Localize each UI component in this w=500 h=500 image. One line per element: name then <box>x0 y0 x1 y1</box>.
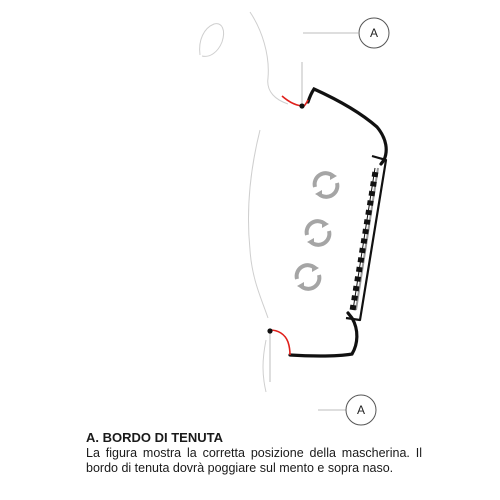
rotation-arrowhead <box>322 220 329 228</box>
mask-outline-bottom <box>288 311 359 358</box>
rotation-arrowhead <box>297 282 304 290</box>
vent-slot <box>371 171 379 178</box>
rotation-arrows-icon <box>312 171 340 199</box>
rotation-arrows <box>294 171 340 291</box>
vent-slot <box>349 304 357 311</box>
vent-slot <box>365 209 373 216</box>
vent-slot <box>366 200 374 206</box>
vent-slot <box>370 181 377 187</box>
vent-slot <box>360 238 368 244</box>
filter-frame <box>345 154 388 322</box>
face-chin-line <box>262 339 267 393</box>
face-forehead-line <box>199 23 225 57</box>
callout-circle <box>345 394 377 426</box>
vent-slot <box>363 219 371 225</box>
vent-slot <box>357 257 365 263</box>
callout-label: A <box>370 26 378 40</box>
vent-slot <box>351 295 358 301</box>
callout-circle <box>358 17 390 49</box>
rotation-arrowhead <box>307 238 314 246</box>
ventilation-slots <box>349 171 379 311</box>
vent-slot <box>368 190 376 197</box>
contact-point-nose <box>299 103 305 109</box>
seal-edge-chin <box>269 329 291 356</box>
vent-slot <box>354 276 362 282</box>
caption-title: A. BORDO DI TENUTA <box>86 430 223 445</box>
rotation-arrows-icon <box>304 219 332 247</box>
face-brow-line <box>249 11 289 105</box>
vent-slot <box>362 228 369 235</box>
callout-leaders <box>269 32 358 411</box>
rotation-arrowhead <box>330 172 337 180</box>
rotation-arrows-icon <box>294 263 322 291</box>
callout-bottom: A <box>345 394 377 426</box>
callout-top: A <box>358 17 390 49</box>
mask-shape <box>269 86 388 358</box>
vent-slot <box>352 285 360 292</box>
face-cheek-line <box>247 129 269 319</box>
callout-label: A <box>357 403 365 417</box>
mask-outline-top <box>306 86 388 166</box>
rotation-arrowhead <box>312 264 319 272</box>
contact-point-chin <box>267 328 273 334</box>
caption-body: La figura mostra la corretta posizione d… <box>86 446 422 475</box>
caption: A. BORDO DI TENUTA La figura mostra la c… <box>86 430 422 476</box>
rotation-arrowhead <box>315 190 322 198</box>
face-profile <box>199 11 289 393</box>
vent-slot <box>355 266 363 273</box>
vent-slot <box>359 247 366 254</box>
